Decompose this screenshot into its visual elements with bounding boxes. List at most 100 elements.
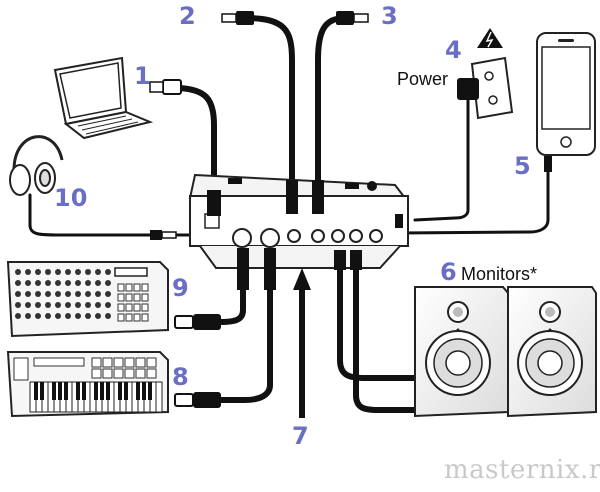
- mixer-knob: [65, 269, 71, 275]
- black-key: [100, 382, 104, 400]
- mixer-button: [133, 303, 141, 312]
- black-key: [34, 382, 38, 400]
- drum-pad: [135, 368, 146, 379]
- drum-pad: [146, 357, 157, 368]
- monitor-cable-1: [337, 262, 421, 381]
- callout-8: 8: [172, 363, 189, 391]
- black-key: [106, 382, 110, 400]
- mixer-knob: [25, 302, 31, 308]
- monitor-left: [414, 286, 509, 418]
- mixer-button: [125, 313, 133, 322]
- power-outlet: [457, 28, 514, 120]
- black-key: [64, 382, 68, 400]
- callout-10: 10: [54, 184, 88, 212]
- mixer-knob: [25, 280, 31, 286]
- mixer-knob: [85, 280, 91, 286]
- mixer-knob: [25, 313, 31, 319]
- phone-plug: [544, 156, 552, 172]
- mixer-button: [133, 283, 141, 292]
- power-label: Power: [397, 69, 449, 89]
- mixer-knob: [75, 291, 81, 297]
- mixer-button: [125, 293, 133, 302]
- mixer-button: [133, 313, 141, 322]
- mixer-knob: [95, 269, 101, 275]
- laptop: [53, 56, 154, 140]
- black-key: [118, 382, 122, 400]
- mixer-button: [125, 303, 133, 312]
- mixer-knob: [95, 280, 101, 286]
- mixer-knob: [105, 280, 111, 286]
- mixer-knob: [105, 302, 111, 308]
- monitor-right: [507, 286, 597, 418]
- black-key: [148, 382, 152, 400]
- headphones: [9, 135, 64, 196]
- mixer-knob: [25, 291, 31, 297]
- black-key: [82, 382, 86, 400]
- mixer-knob: [55, 280, 61, 286]
- black-key: [58, 382, 62, 400]
- mixer-cable: [217, 287, 246, 325]
- keyboard-cable: [207, 287, 273, 403]
- black-key: [40, 382, 44, 400]
- callout-3: 3: [381, 2, 398, 30]
- mixer-knob: [95, 291, 101, 297]
- mixer-knob: [15, 313, 21, 319]
- drum-pads: [13, 357, 157, 381]
- mixer-knob: [45, 313, 51, 319]
- mixer-knob: [45, 291, 51, 297]
- mixer-knob: [45, 280, 51, 286]
- headphone-plug: [150, 230, 177, 240]
- mixer-knob: [55, 313, 61, 319]
- drum-pad: [91, 368, 102, 379]
- mixer-knob: [65, 313, 71, 319]
- drum-pad: [113, 368, 124, 379]
- mixer-knob: [45, 269, 51, 275]
- mixer: [6, 261, 169, 338]
- piano-keys: [29, 381, 163, 413]
- mixer-knob: [75, 313, 81, 319]
- mixer-knob: [15, 291, 21, 297]
- mixer-knob: [95, 313, 101, 319]
- callout-9: 9: [172, 274, 189, 302]
- mixer-button: [141, 283, 149, 292]
- mixer-knob: [75, 302, 81, 308]
- callout-4: 4: [445, 36, 462, 64]
- mixer-knob: [75, 269, 81, 275]
- callout-1: 1: [134, 62, 151, 90]
- headphone-cable: [28, 193, 152, 237]
- usb-plug: [149, 79, 182, 95]
- power-cable: [413, 98, 470, 222]
- mixer-knob: [105, 291, 111, 297]
- black-key: [94, 382, 98, 400]
- mixer-knob: [65, 291, 71, 297]
- input-arrow: [293, 268, 311, 418]
- mixer-knob: [95, 302, 101, 308]
- mixer-knob: [15, 280, 21, 286]
- mixer-knobs: [15, 269, 149, 322]
- black-key: [136, 382, 140, 400]
- mixer-knob: [45, 302, 51, 308]
- mixer-button: [141, 293, 149, 302]
- midi-keyboard: [6, 351, 169, 418]
- mixer-knob: [35, 269, 41, 275]
- mixer-knob: [105, 313, 111, 319]
- mixer-knob: [65, 302, 71, 308]
- mixer-knob: [55, 269, 61, 275]
- audio-interface: [188, 173, 409, 290]
- drum-pad: [113, 357, 124, 368]
- mixer-knob: [35, 291, 41, 297]
- watermark: masternix.ru: [444, 455, 600, 485]
- black-key: [52, 382, 56, 400]
- drum-pad: [124, 368, 135, 379]
- xlr-plug-mixer: [174, 314, 221, 330]
- usb-cable: [177, 85, 217, 193]
- mixer-button: [125, 283, 133, 292]
- mixer-knob: [35, 280, 41, 286]
- jack-plug-2: [221, 11, 254, 25]
- mixer-button: [133, 293, 141, 302]
- mixer-knob: [85, 302, 91, 308]
- mixer-knob: [85, 313, 91, 319]
- keyboard-screen: [33, 357, 85, 367]
